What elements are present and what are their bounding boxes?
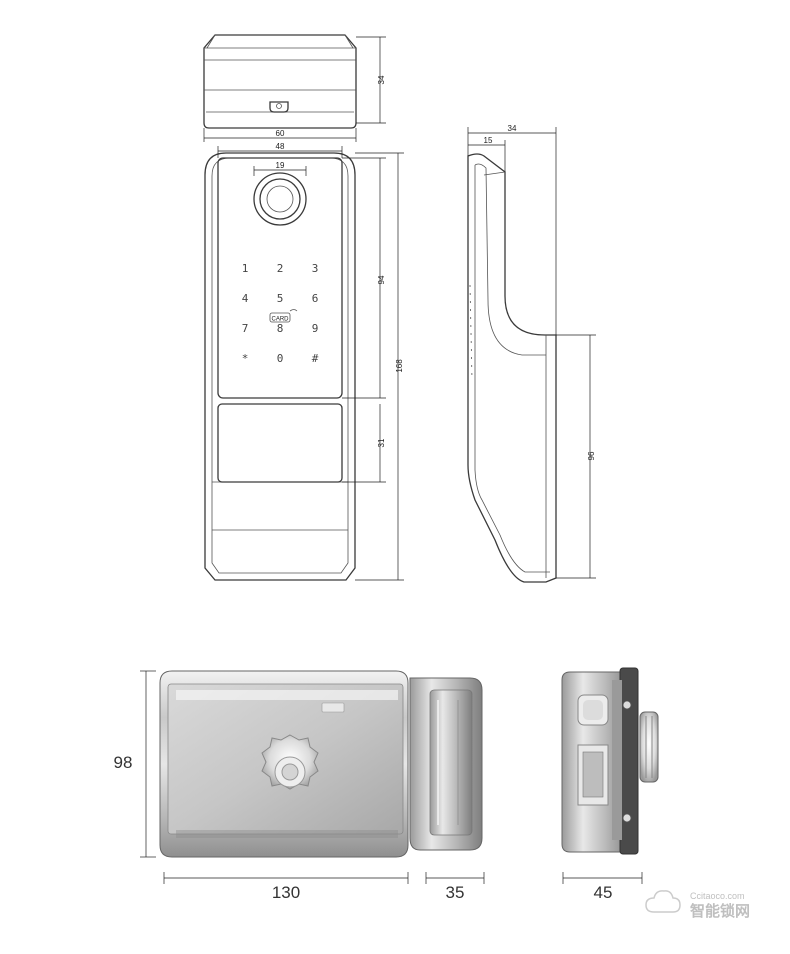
dim-lock-width: 130: [272, 883, 300, 902]
dim-total-height: 168: [395, 359, 404, 373]
handle-panel: [217, 403, 343, 483]
keypad-key: 6: [312, 292, 319, 305]
rim-lock-side: [561, 667, 659, 855]
side-view-upper: [467, 153, 557, 583]
dim-side-depth: 34: [508, 124, 517, 133]
dim-handle-height: 31: [377, 438, 386, 447]
dim-side-lower: 96: [587, 451, 596, 460]
dim-side-face-depth: 15: [484, 136, 493, 145]
keypad-key: 0: [277, 352, 284, 365]
keypad-key: 8: [277, 322, 284, 335]
keypad-keys: 1 2 3 4 5 6 7 8 9 * 0 #: [242, 262, 319, 365]
dim-lock-side-width: 45: [594, 883, 613, 902]
dim-reader-diameter: 19: [276, 161, 285, 170]
keypad-key: 3: [312, 262, 319, 275]
cloud-logo-icon: [645, 890, 681, 913]
dimension-labels: 34 60 48 19 94 31 168 34 15 96: [276, 75, 596, 460]
watermark-cn: 智能锁网: [690, 902, 750, 920]
keypad-key: 4: [242, 292, 249, 305]
top-view: [203, 34, 357, 129]
fingerprint-reader: [253, 172, 307, 226]
keypad-key: 7: [242, 322, 249, 335]
watermark: Ccitaoco.com 智能锁网: [645, 890, 750, 920]
keypad-key: #: [312, 352, 319, 365]
dim-body-width: 48: [276, 142, 285, 151]
keypad-key: 2: [277, 262, 284, 275]
keypad-panel: [217, 157, 343, 399]
keypad-key: *: [242, 352, 249, 365]
bottom-dimensions: [140, 670, 643, 884]
dim-top-width: 60: [276, 129, 285, 138]
front-view: 1 2 3 4 5 6 7 8 9 * 0 # CARD: [204, 152, 356, 581]
rim-lock-front: [159, 670, 483, 858]
dim-lock-knob-width: 35: [446, 883, 465, 902]
dim-keypad-height: 94: [377, 275, 386, 284]
dim-top-height: 34: [377, 75, 386, 84]
dim-lock-height: 98: [114, 753, 133, 772]
keypad-key: 9: [312, 322, 319, 335]
bottom-dimension-labels: 98 130 35 45: [114, 753, 613, 902]
keypad-key: 5: [277, 292, 284, 305]
dimension-lines: [203, 36, 596, 581]
keypad-key: 1: [242, 262, 249, 275]
card-label: CARD: [271, 317, 289, 323]
watermark-url: Ccitaoco.com: [690, 891, 745, 901]
